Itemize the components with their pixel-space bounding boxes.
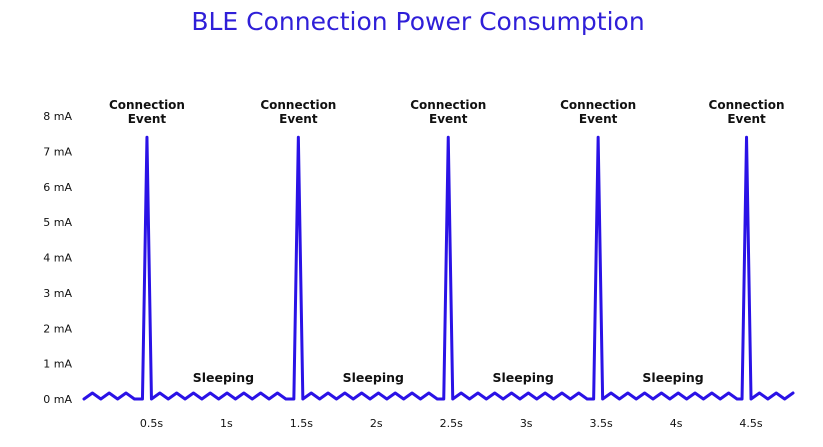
y-tick-label: 0 mA — [43, 393, 72, 406]
peak-label-line2: Event — [279, 112, 318, 126]
y-tick-label: 7 mA — [43, 145, 72, 158]
peak-label-line1: Connection — [260, 98, 336, 112]
sleeping-label: Sleeping — [193, 370, 254, 385]
x-axis-ticks: 0.5s 1s 1.5s 2s 2.5s 3s 3.5s 4s 4.5s — [140, 417, 763, 430]
x-tick-label: 3.5s — [590, 417, 613, 430]
peak-label-line1: Connection — [109, 98, 185, 112]
y-tick-label: 5 mA — [43, 216, 72, 229]
peak-label-line2: Event — [128, 112, 167, 126]
peak-label-line1: Connection — [410, 98, 486, 112]
y-tick-label: 3 mA — [43, 287, 72, 300]
y-tick-label: 6 mA — [43, 181, 72, 194]
y-axis-ticks: 0 mA 1 mA 2 mA 3 mA 4 mA 5 mA 6 mA 7 mA 8 mA — [43, 110, 72, 406]
x-tick-label: 0.5s — [140, 417, 163, 430]
x-tick-label: 1.5s — [290, 417, 313, 430]
peak-label-line2: Event — [727, 112, 766, 126]
y-tick-label: 4 mA — [43, 252, 72, 265]
x-tick-label: 2.5s — [440, 417, 463, 430]
y-tick-label: 2 mA — [43, 322, 72, 335]
peak-label-line2: Event — [579, 112, 618, 126]
x-tick-label: 2s — [370, 417, 383, 430]
sleeping-labels: Sleeping Sleeping Sleeping Sleeping — [193, 370, 704, 385]
peak-label-line2: Event — [429, 112, 468, 126]
chart-title: BLE Connection Power Consumption — [191, 7, 644, 36]
x-tick-label: 4.5s — [739, 417, 762, 430]
sleeping-label: Sleeping — [343, 370, 404, 385]
x-tick-label: 1s — [220, 417, 233, 430]
y-tick-label: 1 mA — [43, 358, 72, 371]
connection-event-labels: ConnectionEventConnectionEventConnection… — [109, 98, 785, 126]
sleeping-label: Sleeping — [493, 370, 554, 385]
current-signal-line — [82, 135, 795, 401]
sleeping-label: Sleeping — [642, 370, 703, 385]
y-tick-label: 8 mA — [43, 110, 72, 123]
x-tick-label: 4s — [670, 417, 683, 430]
x-tick-label: 3s — [520, 417, 533, 430]
peak-label-line1: Connection — [709, 98, 785, 112]
peak-label-line1: Connection — [560, 98, 636, 112]
